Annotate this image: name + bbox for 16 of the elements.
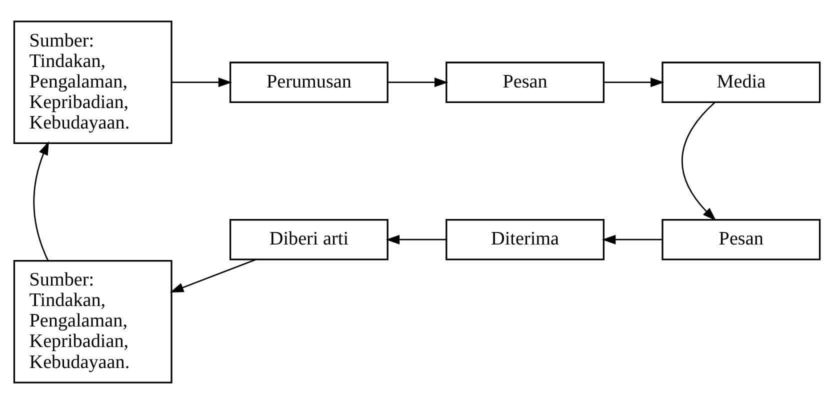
node-box: Pesan xyxy=(662,218,821,260)
arrow xyxy=(172,77,232,87)
arrow xyxy=(33,140,49,260)
arrow xyxy=(604,77,664,87)
node-box: Diberi arti xyxy=(230,218,388,260)
node-box: Sumber: Tindakan, Pengalaman, Kepribadian, Kebudayaan. xyxy=(13,260,172,383)
node-box: Diterima xyxy=(446,218,604,260)
node-box: Perumusan xyxy=(230,61,388,102)
arrow xyxy=(386,234,446,244)
arrow xyxy=(602,234,662,244)
arrow xyxy=(682,102,716,220)
node-box: Pesan xyxy=(446,61,604,102)
node-box: Media xyxy=(662,61,821,102)
arrow xyxy=(170,258,256,292)
arrow xyxy=(388,77,448,87)
node-box: Sumber: Tindakan, Pengalaman, Kepribadian, Kebudayaan. xyxy=(13,20,172,144)
